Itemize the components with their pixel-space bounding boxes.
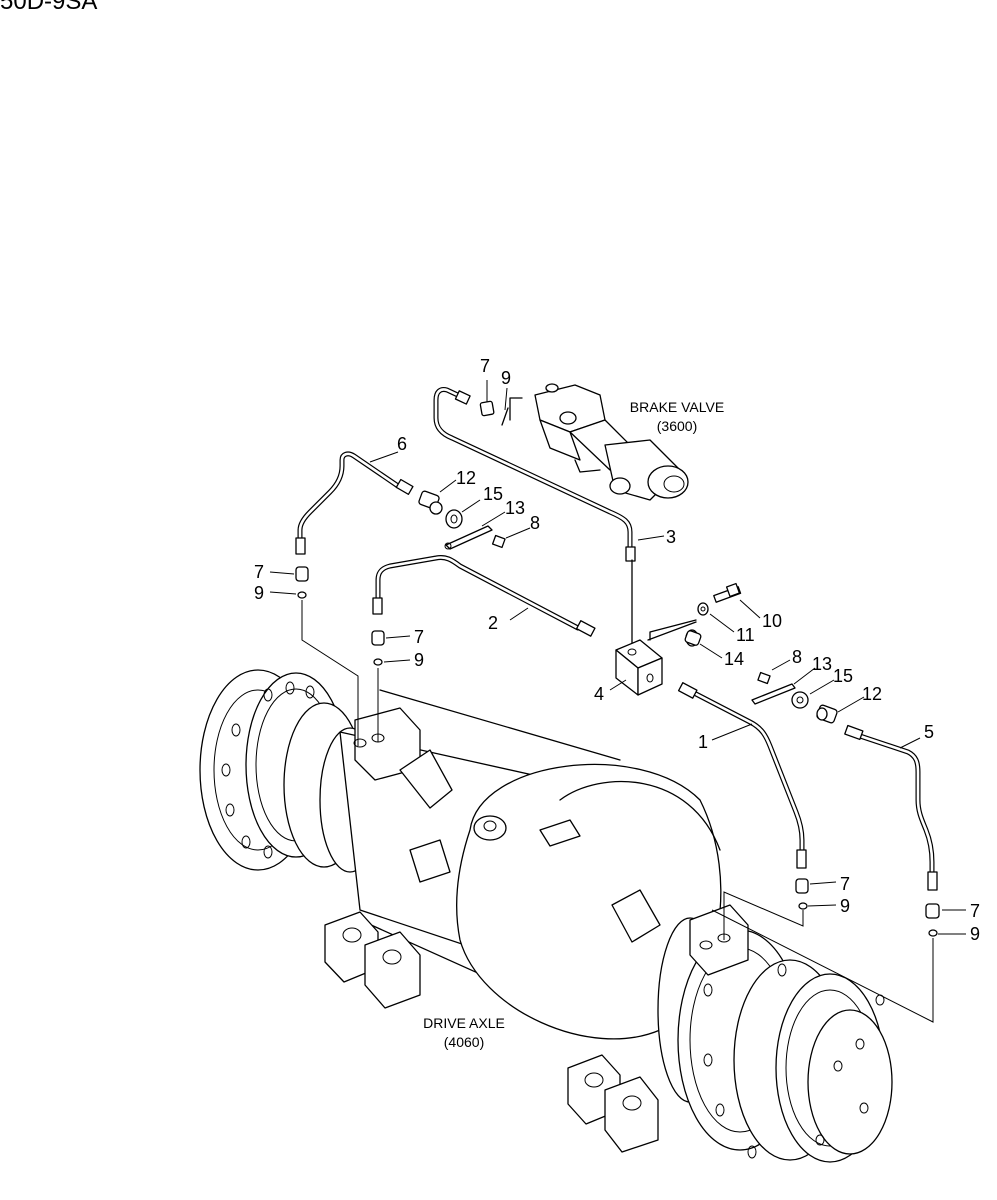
callout-9: 9 (501, 368, 511, 388)
callout-15: 15 (483, 484, 503, 504)
callout-9: 9 (254, 583, 264, 603)
callout-7: 7 (480, 356, 490, 376)
callout-9: 9 (414, 650, 424, 670)
callout-13: 13 (505, 498, 525, 518)
callout-5: 5 (924, 722, 934, 742)
callout-9: 9 (970, 924, 980, 944)
brake-valve (509, 383, 689, 501)
drive-axle-label: DRIVE AXLE (423, 1015, 505, 1031)
nut-15-right (791, 691, 809, 709)
oring-9-top (501, 407, 509, 426)
callout-12: 12 (862, 684, 882, 704)
pipe-6 (295, 451, 414, 555)
callout-7: 7 (414, 627, 424, 647)
fitting-7-r2 (925, 903, 940, 919)
callout-14: 14 (724, 649, 744, 669)
callout-7: 7 (840, 874, 850, 894)
callout-8: 8 (792, 647, 802, 667)
adapter-12-left (418, 490, 443, 515)
callout-4: 4 (594, 684, 604, 704)
callout-numbers: 7 9 6 12 15 13 8 3 7 9 2 7 9 10 11 14 4 … (254, 356, 980, 944)
clip-13-right (751, 683, 796, 705)
oring-9-left (297, 591, 307, 599)
model-title: 50D-9SA (0, 0, 98, 15)
callout-15: 15 (833, 666, 853, 686)
bolt-8-left (491, 534, 506, 549)
callout-7: 7 (970, 901, 980, 921)
callout-6: 6 (397, 434, 407, 454)
fitting-7-top (479, 400, 495, 417)
callout-1: 1 (698, 732, 708, 752)
callout-leaders (269, 380, 966, 935)
drive-axle (199, 669, 893, 1163)
adapter-12-right (816, 704, 838, 724)
brake-valve-label: BRAKE VALVE (630, 399, 724, 415)
brake-valve-code: (3600) (657, 418, 697, 434)
pipe-1 (677, 682, 807, 869)
oring-9-r1 (798, 902, 808, 910)
callout-9: 9 (840, 896, 850, 916)
bolt-8-right (757, 671, 771, 685)
fitting-7-left (295, 566, 309, 582)
callout-7: 7 (254, 562, 264, 582)
drive-axle-code: (4060) (444, 1034, 484, 1050)
pipe-5 (844, 724, 938, 891)
callout-2: 2 (488, 613, 498, 633)
callout-3: 3 (666, 527, 676, 547)
pipe-2 (372, 555, 596, 637)
bolt-10 (713, 582, 742, 603)
oring-9-mid (373, 658, 383, 666)
assembly-guide-lines (301, 600, 934, 1023)
callout-13: 13 (812, 654, 832, 674)
tee-block (615, 619, 697, 696)
callout-11: 11 (736, 625, 755, 645)
fitting-7-r1 (795, 878, 809, 894)
switch-14 (684, 629, 702, 647)
pipe-3 (433, 387, 636, 646)
oring-9-r2 (928, 929, 938, 937)
fitting-7-mid (371, 630, 385, 646)
callout-10: 10 (762, 611, 782, 631)
washer-11 (697, 602, 709, 616)
clip-13-left (444, 525, 493, 550)
callout-8: 8 (530, 513, 540, 533)
nut-15-left (445, 509, 463, 529)
callout-12: 12 (456, 468, 476, 488)
